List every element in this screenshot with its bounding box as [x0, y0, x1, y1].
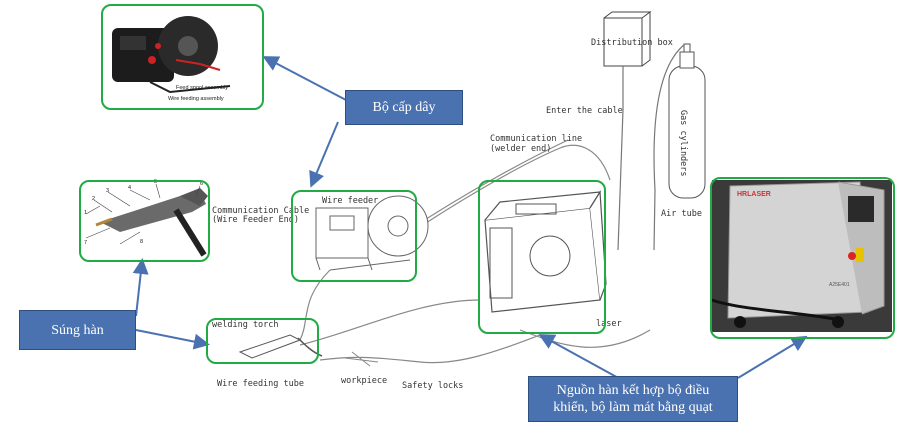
frame-source-sketch — [478, 180, 606, 334]
torch-num-4: 4 — [128, 185, 131, 191]
wire-feeder-label: Wire feeder — [322, 196, 378, 206]
callout-wire-feeder: Bộ cấp dây — [345, 90, 463, 125]
torch-photo — [85, 183, 208, 257]
torch-num-1: 1 — [84, 210, 87, 216]
arrow-to-feeder-photo — [262, 56, 347, 101]
distribution-box — [603, 11, 652, 67]
torch-num-5: 5 — [154, 179, 157, 185]
comm-line-label-2: (welder end) — [490, 144, 551, 154]
arrow-to-torch-photo — [132, 258, 149, 317]
arrow-to-feeder-sketch — [309, 121, 339, 188]
comm-cable-label-1: Communication Cable — [212, 206, 309, 216]
feed-spool-caption: Feed spool assembly — [176, 85, 228, 91]
wire-feeding-tube-label: Wire feeding tube — [217, 379, 304, 389]
enter-cable-label: Enter the cable — [546, 106, 623, 116]
safety-locks-label: Safety locks — [402, 381, 463, 391]
frame-torch-sketch — [206, 318, 319, 364]
callout-torch-text: Súng hàn — [51, 322, 104, 338]
distribution-box-label: Distribution box — [591, 38, 673, 48]
callout-wire-feeder-text: Bộ cấp dây — [372, 100, 436, 115]
torch-num-7: 7 — [84, 240, 87, 246]
gas-cylinder — [668, 43, 706, 199]
frame-feeder-photo — [101, 4, 264, 110]
comm-line-label-1: Communication line — [490, 134, 582, 144]
comm-cable-label-2: (Wire Feeder End) — [212, 215, 299, 225]
torch-num-8: 8 — [140, 239, 143, 245]
welder-source-sketch — [484, 190, 607, 313]
model-text: A25E401 — [829, 282, 850, 288]
arrow-to-torch-sketch — [135, 329, 210, 350]
callout-source-line-1: Nguồn hàn kết hợp bộ điều — [556, 383, 710, 398]
arrow-to-machine-photo — [737, 335, 808, 379]
workpiece-label: workpiece — [341, 376, 387, 386]
gas-cylinders-label: Gas cylinders — [678, 110, 688, 177]
welding-torch-sketch — [238, 334, 323, 359]
welding-torch-label: welding torch — [212, 320, 279, 330]
torch-num-2: 2 — [92, 196, 95, 202]
feeder-photo — [104, 6, 262, 108]
machine-photo — [711, 180, 892, 332]
wire-feeding-assembly-caption: Wire feeding assembly — [168, 96, 224, 102]
callout-source-line-2: khiển, bộ làm mát bằng quạt — [553, 400, 713, 415]
air-tube-label: Air tube — [661, 209, 702, 219]
frame-torch-photo — [79, 180, 210, 262]
brand-logo-text: HRLASER — [737, 191, 771, 198]
laser-label: laser — [596, 319, 622, 329]
callout-power-source: Nguồn hàn kết hợp bộ điều khiển, bộ làm … — [528, 376, 738, 422]
frame-feeder-sketch — [291, 190, 417, 282]
callout-torch: Súng hàn — [19, 310, 136, 350]
arrow-to-source-sketch — [538, 334, 623, 381]
torch-num-3: 3 — [106, 188, 109, 194]
frame-machine-photo — [710, 177, 895, 339]
wire-feeder-sketch — [315, 195, 429, 271]
